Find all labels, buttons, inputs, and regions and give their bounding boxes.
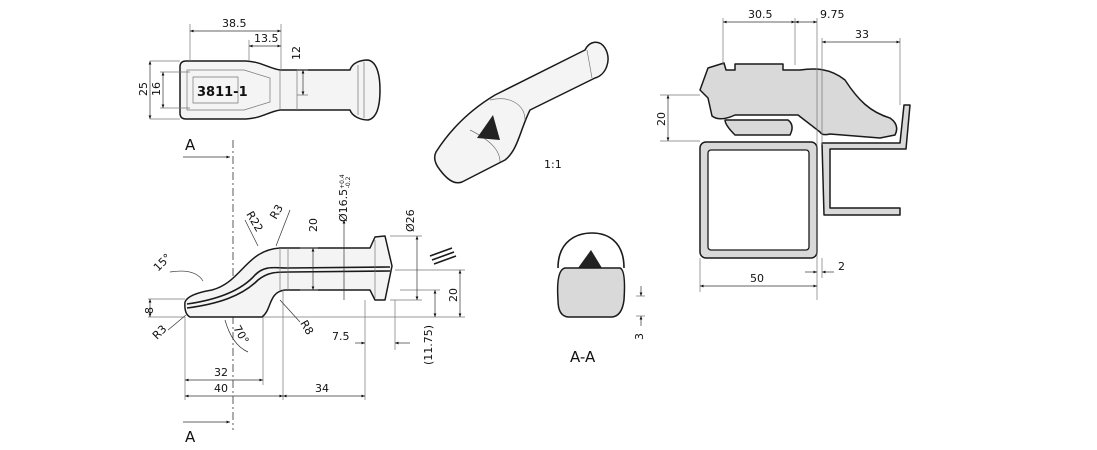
dim-7-5: 7.5 — [332, 330, 350, 343]
section-title: A-A — [570, 348, 596, 366]
dim-knob-diameter: Ø26 — [404, 209, 417, 232]
section-label-bottom: A — [185, 428, 196, 446]
angle-15: 15° — [151, 251, 174, 274]
bracket-profile — [821, 104, 911, 216]
iso-view: 1:1 — [433, 41, 609, 184]
dim-20-height: 20 — [655, 112, 668, 126]
dim-3: 3 — [633, 333, 646, 340]
dim-38-5: 38.5 — [222, 17, 247, 30]
dim-30-5: 30.5 — [748, 8, 773, 21]
part-number-label: 3811-1 — [197, 85, 248, 100]
section-a-a: 3 A-A — [556, 232, 646, 366]
dim-50: 50 — [750, 272, 764, 285]
dim-shaft-diameter: Ø16.5+0.4-0.2 — [337, 174, 352, 222]
section-label-top: A — [185, 136, 196, 154]
angle-70: 70° — [230, 323, 251, 346]
dim-9-75: 9.75 — [820, 8, 845, 21]
assembly-view: 30.5 9.75 33 20 50 2 — [655, 8, 911, 300]
dim-16: 16 — [150, 82, 163, 96]
dim-25: 25 — [137, 82, 150, 96]
dim-11-75: (11.75) — [422, 325, 435, 365]
warning-triangle-icon — [578, 250, 602, 268]
dim-32: 32 — [214, 366, 228, 379]
radius-r22: R22 — [243, 209, 265, 234]
radius-r3-tip: R3 — [150, 323, 170, 343]
top-view: 3811-1 38.5 13.5 12 25 16 — [137, 17, 381, 121]
dim-13-5: 13.5 — [254, 32, 279, 45]
parallel-symbol — [429, 247, 457, 265]
dim-12: 12 — [290, 46, 303, 60]
seal-insert — [724, 119, 793, 136]
side-view: A A 8 20 Ø16.5+0.4-0.2 Ø26 20 (11.75) 7.… — [143, 136, 465, 446]
dim-34: 34 — [315, 382, 329, 395]
radius-r8: R8 — [297, 318, 316, 337]
radius-r3-top: R3 — [267, 202, 286, 221]
side-view-body — [184, 235, 393, 318]
dim-20-shaft: 20 — [307, 218, 320, 232]
dim-2: 2 — [838, 260, 845, 273]
dim-20-offset: 20 — [447, 288, 460, 302]
lock-handle-section — [699, 62, 898, 139]
dim-8: 8 — [143, 307, 156, 314]
dim-40: 40 — [214, 382, 228, 395]
warning-triangle-icon — [477, 115, 500, 140]
dim-33: 33 — [855, 28, 869, 41]
scale-label: 1:1 — [544, 158, 562, 171]
